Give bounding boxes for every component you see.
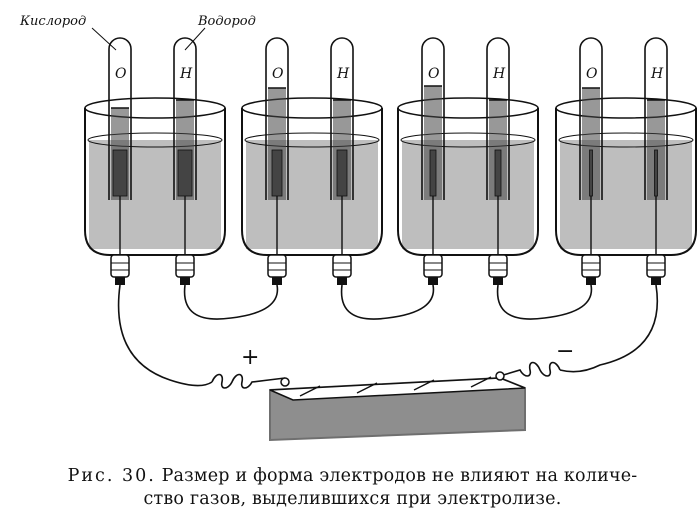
vessel-rim	[84, 97, 226, 119]
test-tube-oxygen: O	[108, 37, 132, 285]
label-hydrogen: Водород	[197, 14, 256, 29]
test-tube-hydrogen: H	[486, 37, 510, 285]
caption-line-2: ство газов, выделившихся при электролизе…	[143, 489, 562, 509]
terminal-tip	[586, 277, 596, 285]
tube-outline	[421, 37, 445, 200]
battery-plus-sign: +	[241, 345, 259, 370]
test-tube-oxygen: O	[579, 37, 603, 285]
vessel-outline	[397, 108, 539, 256]
electrode	[336, 149, 348, 197]
battery-minus-sign: −	[556, 339, 574, 364]
cell-divider	[356, 382, 378, 394]
liquid-surface	[558, 132, 694, 148]
label-hydrogen-leader	[184, 27, 206, 51]
tube-outline	[579, 37, 603, 200]
vessel-outline	[555, 108, 697, 256]
label-oxygen: Кислород	[19, 14, 86, 29]
figure-caption: Рис. 30. Размер и форма электродов не вл…	[20, 465, 685, 511]
tube-liquid	[582, 88, 600, 200]
terminal-tip	[493, 277, 503, 285]
electrode	[654, 149, 658, 197]
tube-letter-hydrogen: H	[650, 66, 664, 82]
battery-top	[269, 377, 526, 401]
vessel-outline	[84, 108, 226, 256]
liquid-surface	[87, 132, 223, 148]
terminal-plug	[423, 254, 443, 278]
tube-outline	[108, 37, 132, 200]
test-tube-oxygen: O	[421, 37, 445, 285]
terminal-tip	[180, 277, 190, 285]
terminal-tip	[337, 277, 347, 285]
battery-terminal-negative	[495, 371, 505, 381]
tube-letter-oxygen: O	[272, 66, 284, 82]
tube-outline	[486, 37, 510, 200]
wire-to-negative	[559, 284, 659, 373]
terminal-plug	[488, 254, 508, 278]
vessel-outline	[241, 108, 383, 256]
tube-liquid	[424, 86, 442, 200]
terminal-tip	[272, 277, 282, 285]
test-tube-hydrogen: H	[173, 37, 197, 285]
electrode	[589, 149, 593, 197]
tube-outline	[330, 37, 354, 200]
test-tube-hydrogen: H	[330, 37, 354, 285]
vessel-rim	[397, 97, 539, 119]
liquid-surface	[244, 132, 380, 148]
tube-letter-oxygen: O	[586, 66, 598, 82]
series-wire	[183, 284, 279, 320]
tube-outline	[265, 37, 289, 200]
caption-figure-number: Рис. 30.	[67, 466, 156, 486]
tube-outline	[173, 37, 197, 200]
electrode	[271, 149, 283, 197]
series-wire	[340, 284, 435, 320]
electrode	[177, 149, 193, 197]
coil-positive	[211, 373, 286, 389]
terminal-tip	[651, 277, 661, 285]
label-oxygen-leader	[91, 27, 117, 51]
terminal-plug	[581, 254, 601, 278]
series-wire	[496, 284, 593, 320]
coil-negative	[499, 361, 561, 377]
vessel-rim	[555, 97, 697, 119]
battery-terminal-positive	[280, 377, 290, 387]
tube-letter-hydrogen: H	[492, 66, 506, 82]
terminal-plug	[332, 254, 352, 278]
electrode	[494, 149, 502, 197]
terminal-plug	[110, 254, 130, 278]
tube-letter-oxygen: O	[428, 66, 440, 82]
cell-divider	[413, 379, 435, 391]
electrode	[112, 149, 128, 197]
battery	[269, 371, 526, 442]
wire-to-positive	[117, 284, 213, 387]
terminal-tip	[115, 277, 125, 285]
tube-letter-hydrogen: H	[179, 66, 193, 82]
tube-letter-hydrogen: H	[336, 66, 350, 82]
tube-outline	[644, 37, 668, 200]
electrode	[429, 149, 437, 197]
cell-divider	[470, 376, 492, 388]
cell-divider	[299, 385, 321, 397]
vessel-rim	[241, 97, 383, 119]
terminal-plug	[646, 254, 666, 278]
caption-text-1: Размер и форма электродов не влияют на к…	[161, 466, 638, 486]
tube-letter-oxygen: O	[115, 66, 127, 82]
test-tube-hydrogen: H	[644, 37, 668, 285]
liquid-surface	[400, 132, 536, 148]
terminal-tip	[428, 277, 438, 285]
terminal-plug	[267, 254, 287, 278]
terminal-plug	[175, 254, 195, 278]
test-tube-oxygen: O	[265, 37, 289, 285]
caption-line-1: Рис. 30. Размер и форма электродов не вл…	[20, 465, 685, 488]
connecting-wires	[117, 284, 659, 389]
